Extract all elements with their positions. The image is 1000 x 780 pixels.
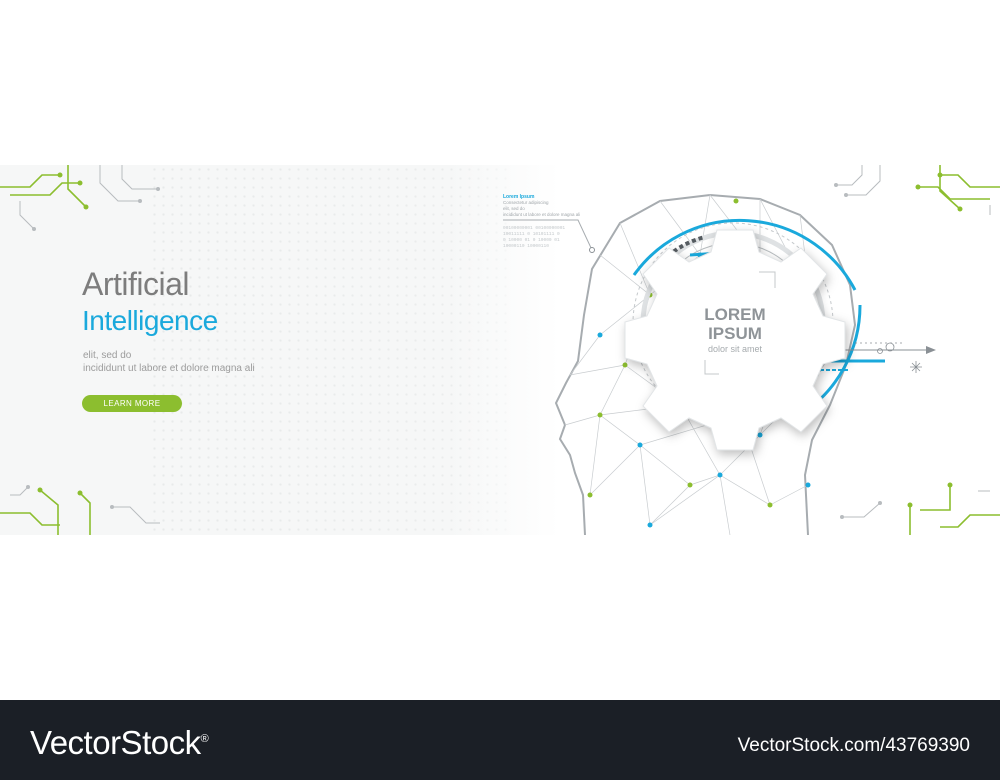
footer-bar: [0, 700, 1000, 780]
footer-brand[interactable]: VectorStock®: [30, 724, 209, 762]
callout-line3: incididunt ut labore et dolore magna ali: [503, 212, 581, 217]
svg-text:10000110 10000110: 10000110 10000110: [503, 243, 549, 249]
svg-text:00100000001 00100000001: 00100000001 00100000001: [503, 225, 565, 231]
hero-subtitle-line2: incididunt ut labore et dolore magna ali: [83, 363, 255, 374]
callout-text: Lorem Ipsum Consectetur adipiscing elit,…: [503, 194, 593, 218]
gear-text-lorem: LOREM: [704, 305, 766, 324]
circuit-icon-bottom-right: [840, 482, 1000, 535]
callout-line1: Consectetur adipiscing: [503, 200, 549, 205]
gear-icon: [624, 229, 846, 451]
circuit-icon-bottom-left: [0, 485, 160, 535]
hero-subtitle-line1: elit, sed do: [83, 350, 132, 361]
circuit-icon-top-right: [834, 165, 1000, 215]
callout-line2: elit, sed do: [503, 206, 525, 211]
hero-title-intelligence: Intelligence: [82, 305, 218, 336]
banner-artwork: 00100000001 00100000001 10011111 0 10101…: [0, 165, 1000, 535]
learn-more-button[interactable]: LEARN MORE: [82, 395, 182, 412]
hero-title-artificial: Artificial: [82, 266, 190, 302]
callout-heading: Lorem Ipsum: [503, 194, 535, 200]
footer-image-id: VectorStock.com/43769390: [737, 735, 970, 756]
gear-small-icon: [877, 342, 895, 354]
circuit-icon-top-left: [0, 165, 160, 231]
hero-banner: 00100000001 00100000001 10011111 0 10101…: [0, 165, 1000, 535]
gear-text-dolor: dolor sit amet: [707, 344, 763, 354]
svg-text:10011111 0 10101111 0: 10011111 0 10101111 0: [503, 231, 560, 237]
gear-text-ipsum: IPSUM: [708, 324, 762, 343]
gear-text: LOREM IPSUM dolor sit amet: [685, 305, 785, 355]
registered-mark: ®: [200, 733, 209, 745]
footer-brand-name: VectorStock: [30, 724, 201, 761]
binary-readout: 00100000001 00100000001 10011111 0 10101…: [503, 225, 565, 249]
snowflake-icon: [910, 361, 922, 373]
svg-text:0 10000 01 0 10000 01: 0 10000 01 0 10000 01: [503, 237, 560, 243]
callout-connector: [503, 219, 593, 251]
